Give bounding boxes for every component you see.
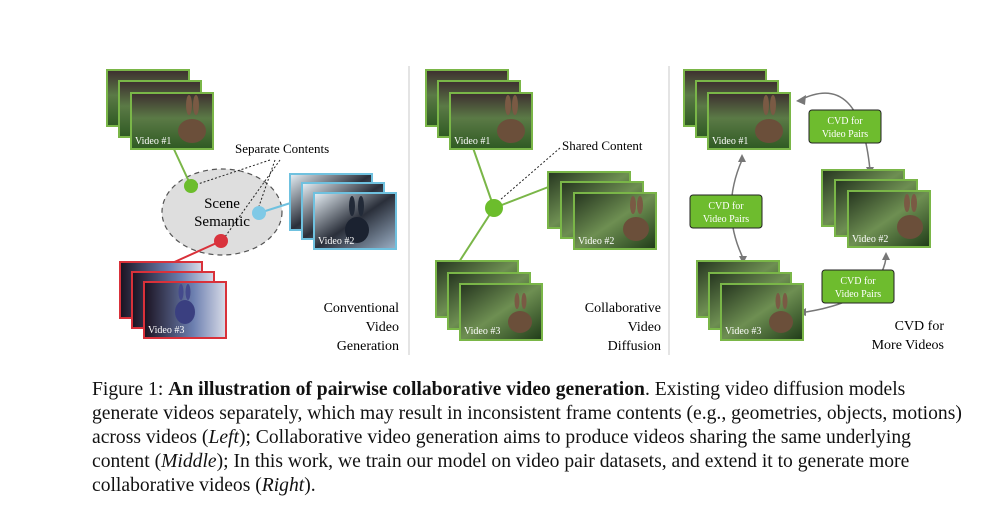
- cvd-box-bottom: CVD for Video Pairs: [821, 269, 895, 304]
- cvd-box-top: CVD for Video Pairs: [808, 109, 882, 144]
- video-3-label: Video #3: [148, 325, 184, 336]
- mid-title-line-1: Collaborative: [585, 301, 661, 316]
- video-stack-3: Video #3: [119, 261, 227, 339]
- link-video3-node: [169, 240, 222, 265]
- mid-link-1: [471, 144, 495, 209]
- shared-node: [485, 199, 503, 217]
- left-title-line-1: Conventional: [324, 301, 400, 316]
- cvd-box-top-line-1: CVD for: [827, 116, 863, 127]
- video-1-label: Video #1: [135, 136, 171, 147]
- left-title-line-2: Video: [366, 320, 399, 335]
- right-title-line-2: More Videos: [872, 338, 944, 353]
- mid-video-stack-2: Video #2: [547, 171, 657, 250]
- figure-1-diagram: Scene Semantic Separate Contents Video #…: [106, 66, 945, 355]
- panel-cvd-more-videos: Video #1 Video #2 Video #3 CVD for Video…: [683, 69, 945, 353]
- annotation-pointer-1: [191, 159, 271, 187]
- arrow-top: [799, 92, 871, 171]
- cvd-box-bottom-line-2: Video Pairs: [835, 289, 881, 300]
- right-video-stack-1: Video #1: [683, 69, 791, 150]
- right-video-stack-3: Video #3: [696, 260, 804, 341]
- caption-body-1: . Existing video diffusion models genera…: [92, 379, 962, 448]
- caption-title: An illustration of pairwise collaborativ…: [168, 379, 645, 400]
- mid-title-line-2: Video: [628, 320, 661, 335]
- mid-link-2: [493, 185, 552, 209]
- bubble-line-2: Semantic: [194, 214, 250, 230]
- mid-video-stack-3: Video #3: [435, 260, 543, 341]
- caption-body-3: ); In this work, we train our model on v…: [92, 451, 910, 496]
- video-stack-2: Video #2: [289, 173, 397, 250]
- cvd-box-bottom-line-1: CVD for: [840, 276, 876, 287]
- caption-middle-ref: Middle: [161, 451, 217, 472]
- separate-contents-label: Separate Contents: [235, 141, 329, 156]
- video-stack-1: Video #1: [106, 69, 214, 150]
- shared-content-label: Shared Content: [562, 138, 643, 153]
- caption-label: Figure 1:: [92, 379, 164, 400]
- video-2-label: Video #2: [318, 236, 354, 247]
- node-video2: [252, 206, 266, 220]
- cvd-box-left-line-2: Video Pairs: [703, 214, 749, 225]
- link-video1-node: [171, 144, 192, 187]
- cvd-box-top-line-2: Video Pairs: [822, 129, 868, 140]
- right-video-2-label: Video #2: [852, 234, 888, 245]
- right-video-3-label: Video #3: [725, 326, 761, 337]
- right-video-1-label: Video #1: [712, 136, 748, 147]
- node-video1: [184, 179, 198, 193]
- annotation-pointer-3: [221, 159, 281, 242]
- mid-title-line-3: Diffusion: [608, 339, 661, 354]
- mid-video-3-label: Video #3: [464, 326, 500, 337]
- panel-collaborative: Shared Content Video #1 Video #2: [425, 69, 661, 354]
- shared-pointer: [499, 147, 561, 201]
- right-title-line-1: CVD for: [895, 319, 945, 334]
- panel-conventional: Scene Semantic Separate Contents Video #…: [106, 69, 400, 354]
- caption-body-4: ).: [304, 475, 316, 496]
- mid-video-1-label: Video #1: [454, 136, 490, 147]
- right-video-stack-2: Video #2: [821, 169, 931, 248]
- mid-link-3: [458, 207, 495, 263]
- node-video3: [214, 234, 228, 248]
- annotation-pointer-2: [256, 159, 276, 213]
- left-title-line-3: Generation: [337, 339, 399, 354]
- figure-caption: Figure 1: An illustration of pairwise co…: [92, 378, 962, 498]
- caption-left-ref: Left: [208, 427, 239, 448]
- caption-right-ref: Right: [261, 475, 305, 496]
- cvd-box-left: CVD for Video Pairs: [689, 194, 763, 229]
- mid-video-2-label: Video #2: [578, 236, 614, 247]
- caption-body-2: ); Collaborative video generation aims t…: [92, 427, 911, 472]
- cvd-box-left-line-1: CVD for: [708, 201, 744, 212]
- bubble-line-1: Scene: [204, 196, 240, 212]
- mid-video-stack-1: Video #1: [425, 69, 533, 150]
